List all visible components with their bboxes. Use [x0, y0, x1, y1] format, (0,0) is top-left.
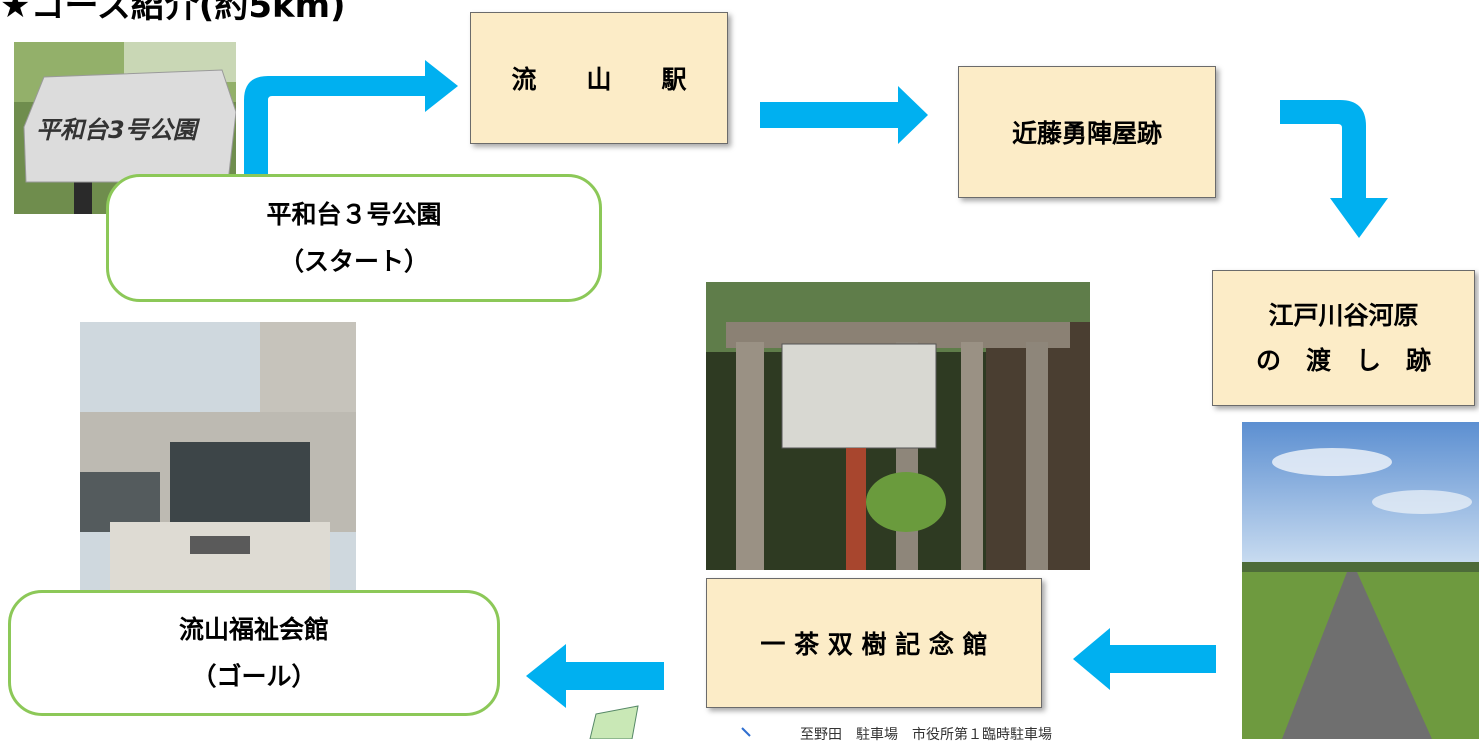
- park-sign-text: 平和台3号公園: [36, 116, 197, 144]
- goal-box: 流山福祉会館 （ゴール）: [8, 590, 500, 716]
- station-box: 流 山 駅: [470, 12, 728, 144]
- riverside-path-photo: [1242, 422, 1479, 739]
- memorial-sign-photo: [706, 282, 1090, 570]
- issa-box: 一 茶 双 樹 記 念 館: [706, 578, 1042, 708]
- arrow-issa-to-goal: [526, 644, 664, 708]
- map-footer-text: 至野田 駐車場 市役所第１臨時駐車場: [800, 727, 1052, 743]
- goal-name: 流山福祉会館: [178, 614, 329, 644]
- arrow-start-to-station: [244, 60, 458, 180]
- start-box: 平和台３号公園 （スタート）: [106, 174, 602, 302]
- edogawa-label-line1: 江戸川谷河原: [1268, 301, 1419, 330]
- arrow-station-to-kondo: [760, 86, 928, 144]
- kondo-box: 近藤勇陣屋跡: [958, 66, 1216, 198]
- edogawa-label-line2: の 渡 し 跡: [1255, 346, 1431, 375]
- arrow-edogawa-to-issa: [1073, 628, 1216, 690]
- edogawa-box: 江戸川谷河原 の 渡 し 跡: [1212, 270, 1475, 406]
- arrow-kondo-to-edogawa: [1280, 100, 1388, 238]
- park-sign-photo: 平和台3号公園: [14, 42, 236, 214]
- start-name: 平和台３号公園: [266, 199, 442, 229]
- station-label: 流 山 駅: [511, 65, 687, 94]
- kondo-label: 近藤勇陣屋跡: [1011, 119, 1162, 148]
- issa-label: 一 茶 双 樹 記 念 館: [760, 630, 988, 659]
- welfare-hall-photo: [80, 322, 356, 592]
- page-title: ★コース紹介(約5km): [0, 0, 346, 26]
- start-sub: （スタート）: [278, 247, 429, 276]
- goal-sub: （ゴール）: [191, 662, 317, 691]
